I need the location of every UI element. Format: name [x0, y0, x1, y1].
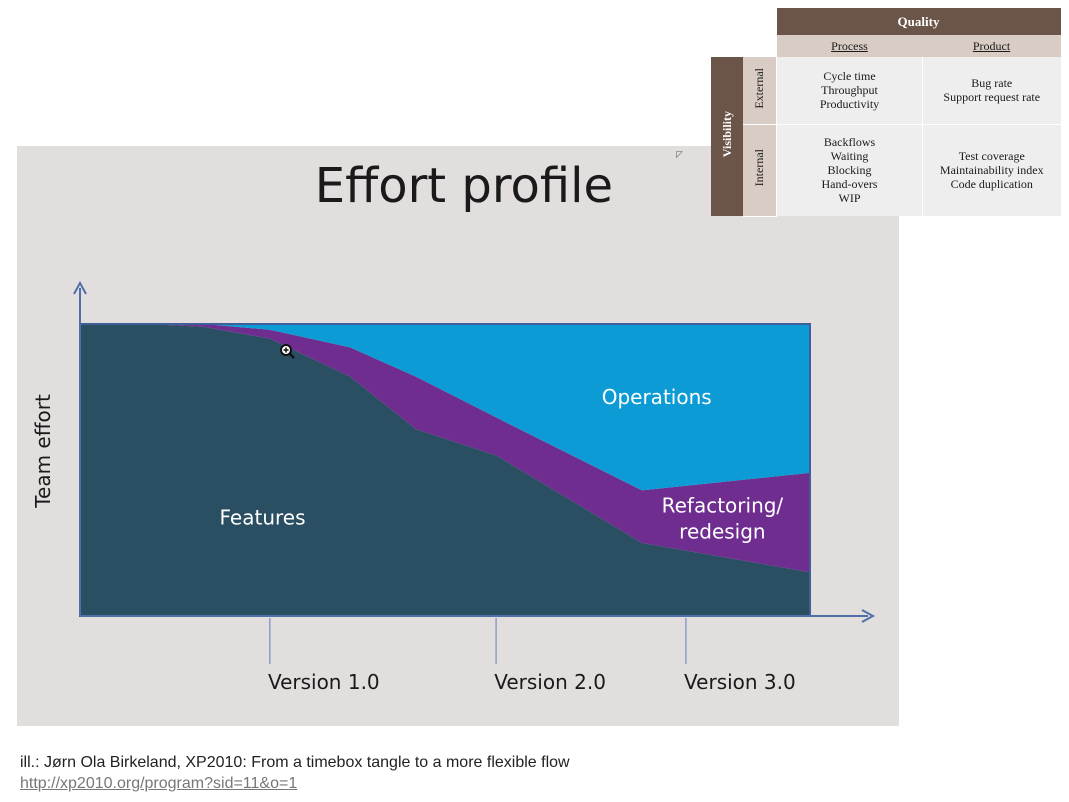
- row-label-external: External: [743, 57, 777, 125]
- x-tick-label: Version 3.0: [684, 670, 796, 694]
- visibility-group-label: Visibility: [711, 57, 743, 216]
- series-label: Operations: [602, 385, 712, 409]
- row-label-internal: Internal: [743, 124, 777, 217]
- external-product-cell: Bug rate Support request rate: [922, 57, 1061, 124]
- x-tick-label: Version 1.0: [268, 670, 380, 694]
- source-link[interactable]: http://xp2010.org/program?sid=11&o=1: [20, 775, 298, 792]
- quality-header: Quality: [776, 8, 1061, 35]
- zoom-in-icon[interactable]: [280, 344, 295, 359]
- quality-table: Quality Process Product Visibility Exter…: [711, 8, 1061, 217]
- x-tick-label: Version 2.0: [494, 670, 606, 694]
- caption-text: ill.: Jørn Ola Birkeland, XP2010: From a…: [20, 754, 570, 771]
- series-label: Features: [220, 505, 306, 529]
- internal-process-cell: Backflows Waiting Blocking Hand-overs WI…: [776, 123, 923, 216]
- slide-title: Effort profile: [314, 158, 613, 214]
- area-features: [80, 324, 810, 616]
- title-block: Effort profile: [17, 146, 631, 250]
- series-label: Refactoring/redesign: [662, 494, 784, 544]
- area-operations: [80, 324, 810, 491]
- external-process-cell: Cycle time Throughput Productivity: [776, 57, 923, 124]
- y-axis-label: Team effort: [31, 394, 55, 509]
- internal-product-cell: Test coverage Maintainability index Code…: [922, 123, 1061, 216]
- column-process: Process: [776, 35, 923, 57]
- column-product: Product: [922, 35, 1061, 57]
- area-refactoring-redesign: [80, 324, 810, 573]
- cursor-arrow-icon: ◸: [676, 149, 683, 159]
